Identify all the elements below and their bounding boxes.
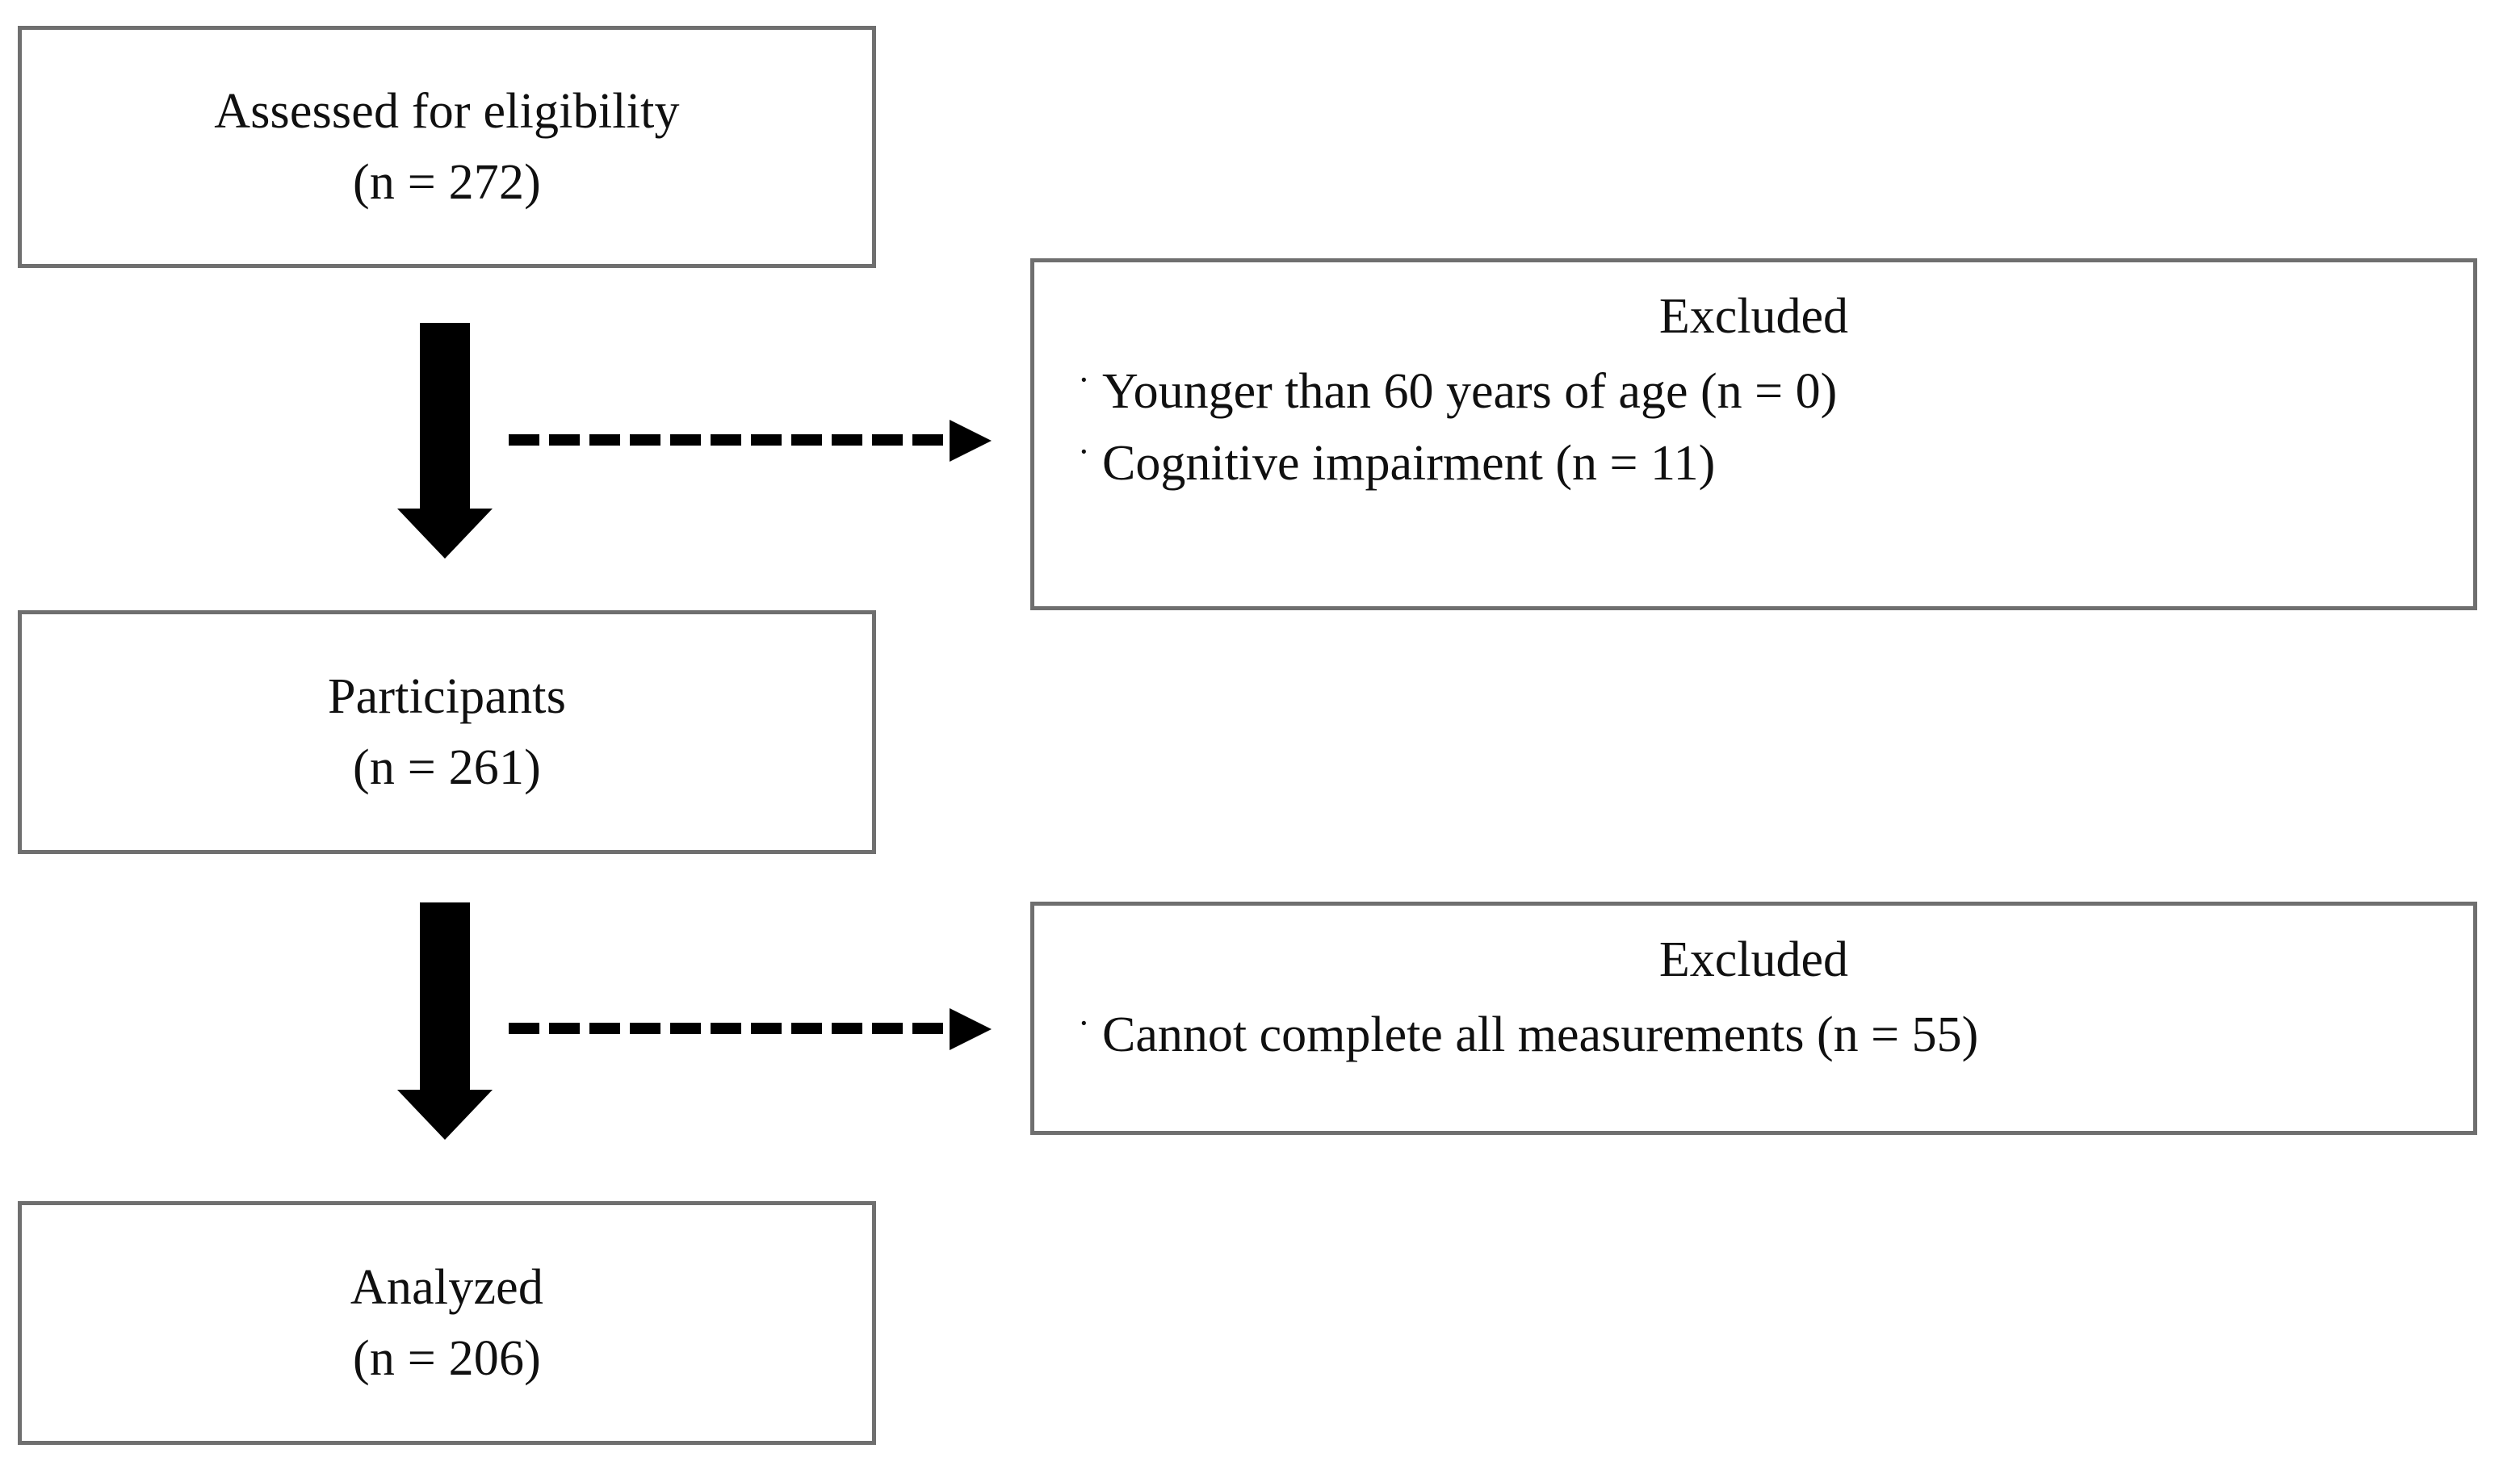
node-assessed-title: Assessed for eligibility (214, 83, 680, 139)
node-excluded-second: Excluded · Cannot complete all measureme… (1030, 902, 2477, 1135)
node-participants: Participants (n = 261) (18, 610, 876, 854)
list-item: · Cannot complete all measurements (n = … (1078, 999, 2473, 1071)
arrow-shaft (420, 323, 470, 510)
arrow-shaft (420, 902, 470, 1091)
bullet-icon: · (1078, 1003, 1090, 1043)
list-item: · Younger than 60 years of age (n = 0) (1078, 356, 2473, 428)
excluded-first-reason-list: · Younger than 60 years of age (n = 0) ·… (1034, 356, 2473, 500)
list-item-label: Cannot complete all measurements (n = 55… (1102, 1007, 1979, 1062)
node-participants-title: Participants (327, 668, 567, 724)
arrow-head-down-icon (397, 1090, 493, 1140)
list-item-label: Younger than 60 years of age (n = 0) (1102, 363, 1838, 419)
arrow-head-right-icon (950, 420, 992, 462)
arrow-down-assessed-to-participants (397, 323, 493, 559)
node-analyzed-count: (n = 206) (352, 1331, 542, 1386)
arrow-down-participants-to-analyzed (397, 902, 493, 1143)
node-participants-count: (n = 261) (352, 740, 542, 795)
arrow-dashed-to-excluded-2 (509, 1006, 992, 1051)
arrow-dashed-line (509, 1023, 950, 1034)
bullet-icon: · (1078, 431, 1090, 471)
list-item: · Cognitive impairment (n = 11) (1078, 428, 2473, 500)
list-item-label: Cognitive impairment (n = 11) (1102, 435, 1716, 491)
bullet-icon: · (1078, 359, 1090, 400)
node-assessed-for-eligibility: Assessed for eligibility (n = 272) (18, 26, 876, 268)
arrow-head-down-icon (397, 509, 493, 559)
arrow-head-right-icon (950, 1008, 992, 1050)
excluded-second-reason-list: · Cannot complete all measurements (n = … (1034, 999, 2473, 1071)
node-excluded-first-title: Excluded (1658, 289, 1849, 344)
node-analyzed: Analyzed (n = 206) (18, 1201, 876, 1445)
node-analyzed-title: Analyzed (350, 1259, 544, 1315)
node-excluded-first: Excluded · Younger than 60 years of age … (1030, 258, 2477, 610)
arrow-dashed-to-excluded-1 (509, 417, 992, 463)
node-excluded-second-title: Excluded (1658, 932, 1849, 987)
arrow-dashed-line (509, 434, 950, 446)
node-assessed-count: (n = 272) (352, 155, 542, 210)
